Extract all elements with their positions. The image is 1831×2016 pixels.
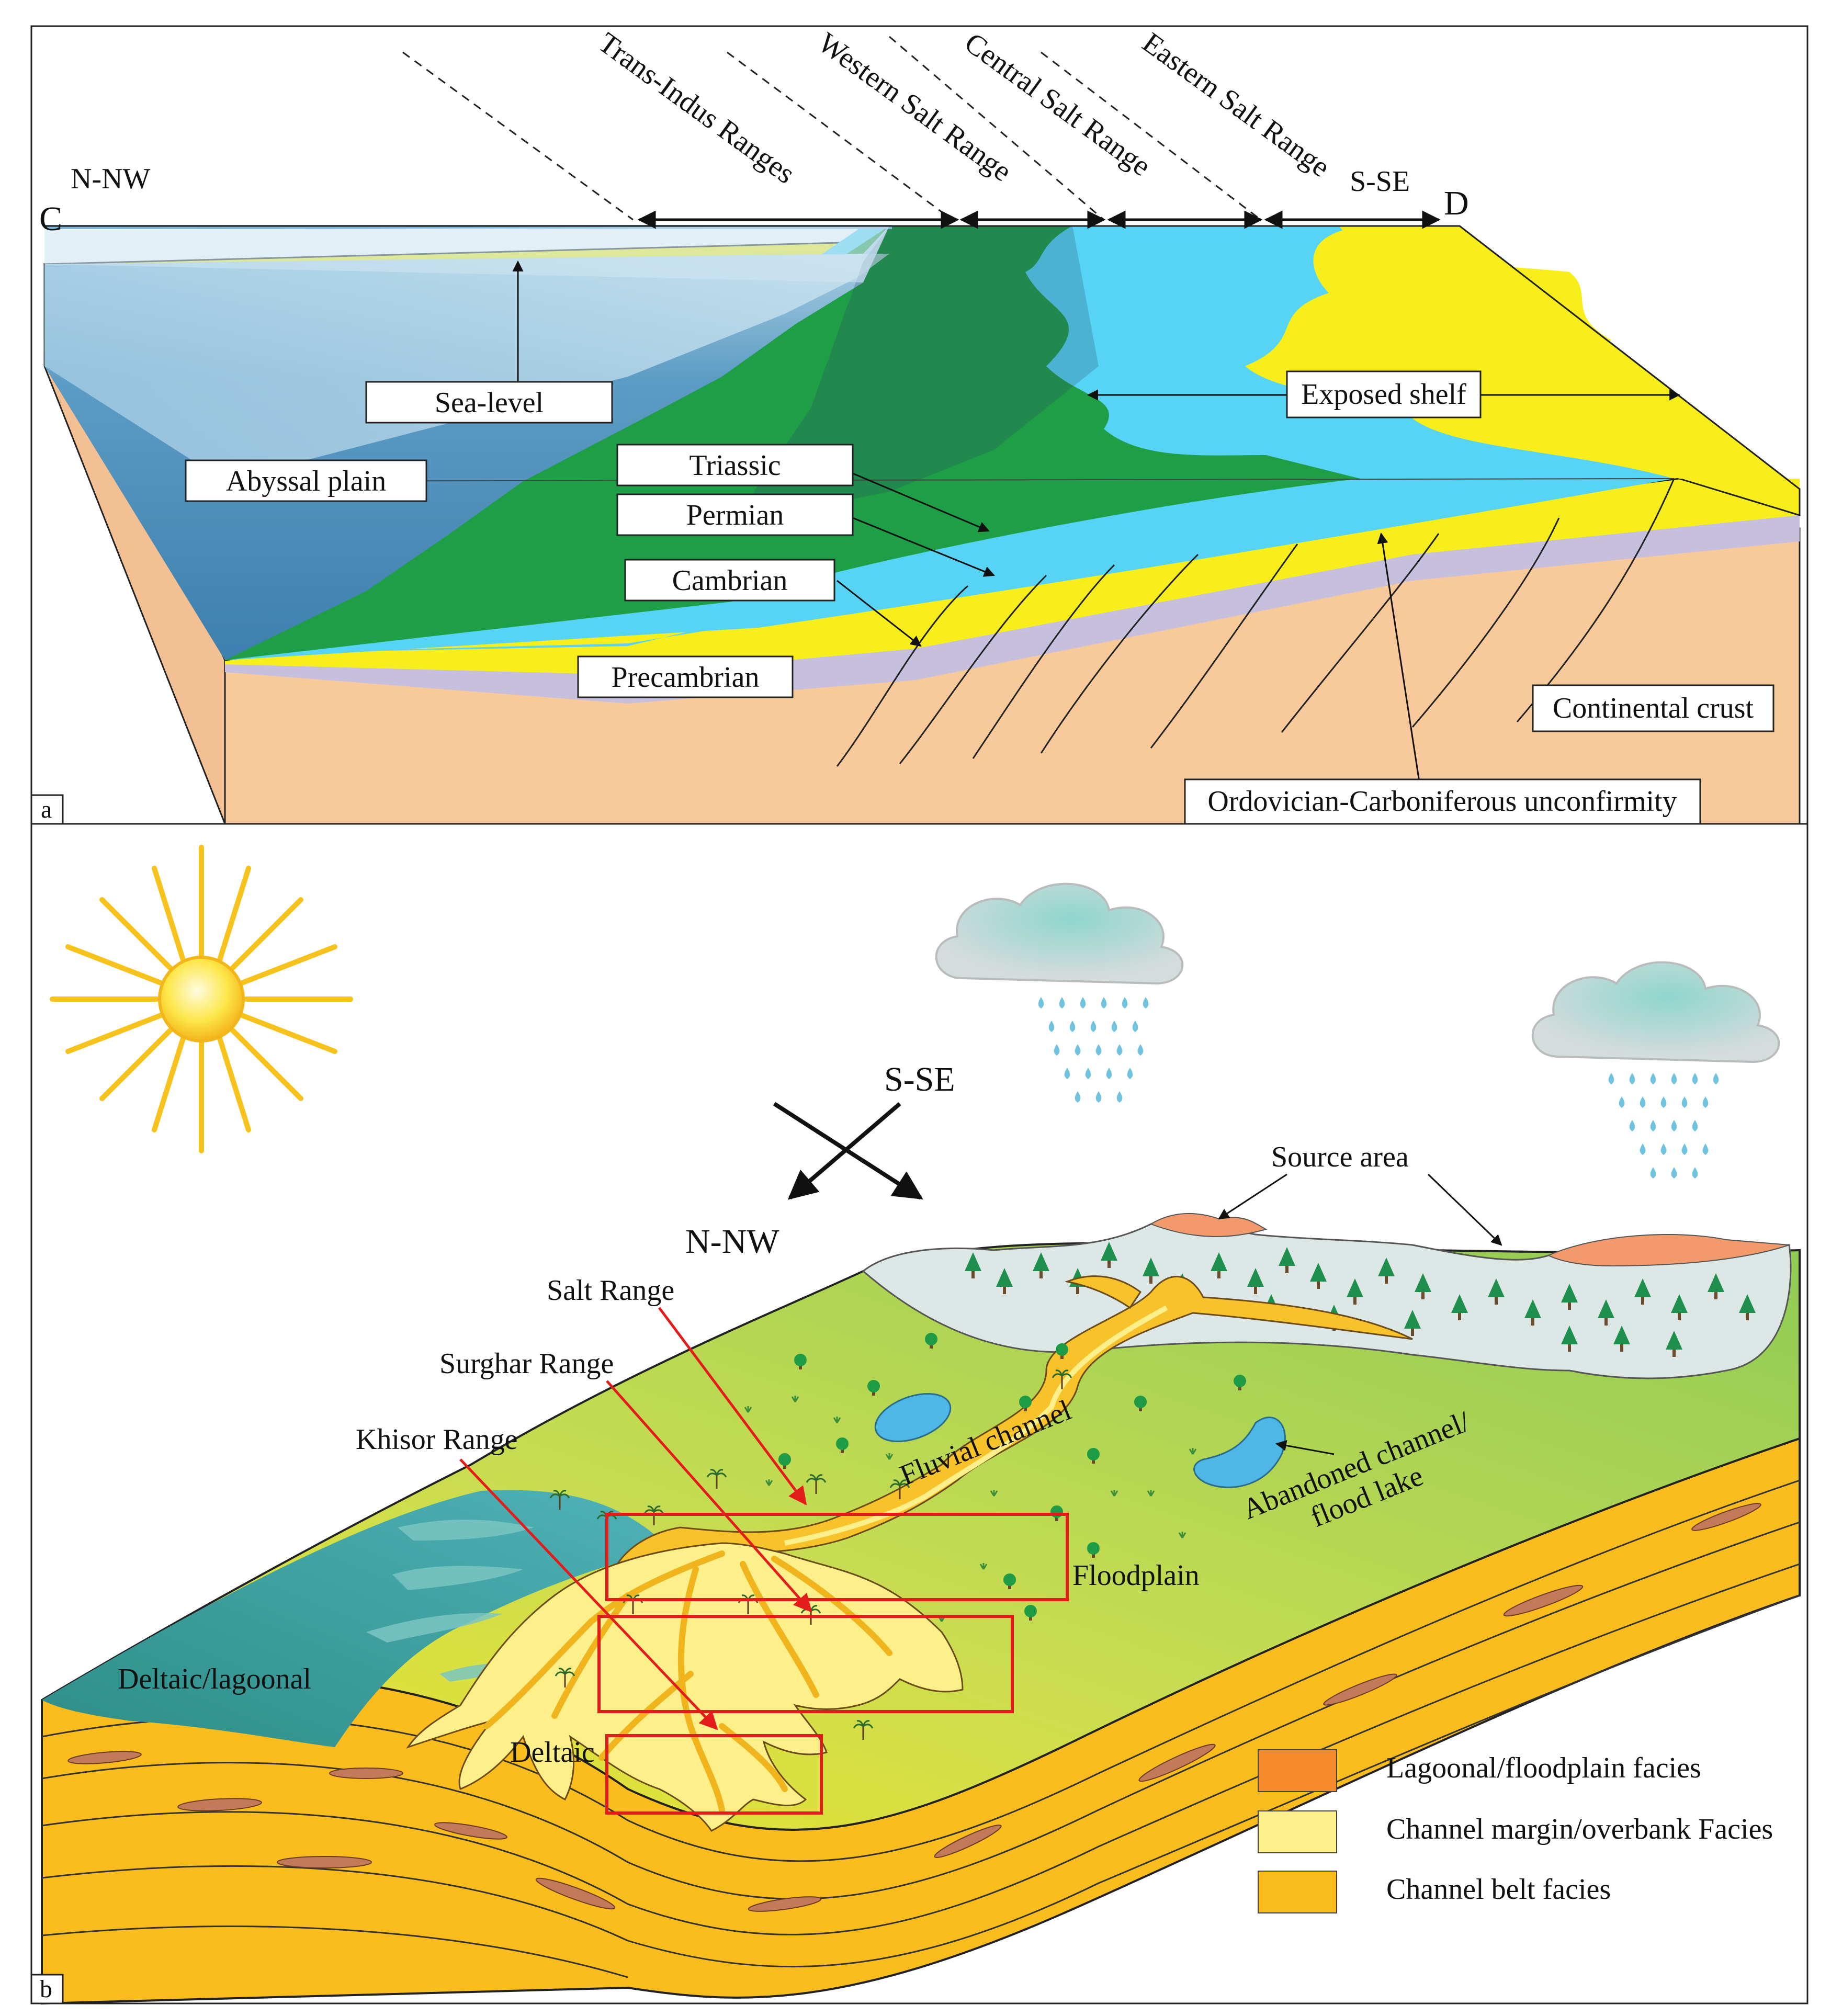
cloud-icon-2	[1531, 961, 1780, 1179]
legend-label-2: Channel belt facies	[1386, 1873, 1611, 1906]
label-arrows-a	[512, 260, 1681, 806]
mountains-source-red-2	[1547, 1234, 1790, 1267]
compass-s-se: S-SE	[884, 1060, 955, 1098]
section-end-c: C	[39, 200, 62, 238]
panel-a: Trans-Indus Ranges Western Salt Range Ce…	[30, 25, 1809, 825]
sea-top-edge	[44, 225, 892, 229]
delta-channels	[483, 1550, 892, 1813]
label-salt-range: Salt Range	[547, 1274, 674, 1307]
svg-text:Exposed shelf: Exposed shelf	[1301, 378, 1466, 411]
projection-lines	[402, 36, 1261, 221]
panel-b: S-SE N-NW	[30, 823, 1809, 2005]
panel-b-letter-box	[30, 1974, 64, 2004]
compass-cross	[773, 1102, 923, 1200]
sea-surface	[44, 254, 889, 481]
source-area-arrows	[1218, 1173, 1502, 1455]
label-permian: Permian	[616, 493, 854, 536]
label-deltaic-lagoonal: Deltaic/lagoonal	[118, 1663, 311, 1695]
legend-label-0: Lagoonal/floodplain facies	[1386, 1752, 1701, 1784]
svg-text:Ordovician-Carboniferous uncon: Ordovician-Carboniferous unconfirmity	[1207, 785, 1677, 818]
faults	[836, 478, 1675, 767]
cambrian-surface-east	[1339, 226, 1800, 489]
direction-n-nw: N-NW	[71, 163, 151, 195]
legend-swatch-2	[1258, 1871, 1337, 1913]
mountains-source-red	[1149, 1213, 1268, 1237]
abandoned-channel-lake	[1193, 1417, 1286, 1488]
sea-level-line	[224, 478, 1675, 482]
label-exposed-shelf: Exposed shelf	[1286, 370, 1482, 418]
fluvial-channel	[615, 1276, 1413, 1566]
panel-a-letter-box	[30, 794, 64, 825]
label-triassic: Triassic	[616, 444, 854, 486]
label-source-area: Source area	[1271, 1141, 1409, 1173]
lagoon-area	[42, 1490, 670, 1747]
fluvial-channel-upper-branch	[1064, 1275, 1142, 1309]
label-abyssal-plain: Abyssal plain	[185, 459, 427, 502]
svg-text:Abyssal plain: Abyssal plain	[226, 465, 386, 497]
block-right-edge	[1459, 225, 1800, 490]
triassic-surface	[225, 226, 1360, 660]
compass-n-nw: N-NW	[685, 1222, 779, 1261]
svg-text:Continental crust: Continental crust	[1553, 692, 1754, 724]
label-continental-crust: Continental crust	[1532, 684, 1775, 732]
svg-text:Permian: Permian	[686, 499, 784, 531]
label-precambrian: Precambrian	[577, 655, 794, 698]
svg-text:Cambrian: Cambrian	[672, 564, 788, 597]
label-cambrian: Cambrian	[624, 559, 835, 602]
lake-small	[874, 1392, 952, 1443]
legend-label-1: Channel margin/overbank Facies	[1386, 1813, 1773, 1845]
front-lenses	[67, 1503, 1761, 1912]
lagoon-fingers	[366, 1520, 534, 1682]
label-deltaic: Deltaic	[510, 1736, 595, 1769]
label-floodplain: Floodplain	[1072, 1559, 1200, 1592]
range-highlight-boxes	[597, 1513, 1069, 1815]
section-end-d: D	[1444, 184, 1469, 222]
label-sea-level: Sea-level	[365, 381, 613, 424]
salt-range-box	[605, 1513, 1069, 1601]
label-khisor-range: Khisor Range	[356, 1423, 518, 1456]
label-unconformity: Ordovician-Carboniferous unconfirmity	[1184, 778, 1701, 825]
sea-water-column	[44, 226, 889, 282]
khisor-range-box	[605, 1734, 823, 1815]
front-strata-lines	[41, 1479, 1800, 1978]
legend-swatch-0	[1258, 1749, 1337, 1792]
panel-b-letter: b	[40, 1975, 52, 2003]
panel-a-letter: a	[41, 796, 52, 823]
red-leader-arrows	[459, 1307, 812, 1730]
label-surghar-range: Surghar Range	[439, 1347, 614, 1380]
legend-swatch-1	[1258, 1810, 1337, 1853]
sun-icon	[50, 845, 353, 1153]
direction-s-se: S-SE	[1350, 165, 1410, 198]
svg-text:Triassic: Triassic	[689, 449, 781, 482]
cloud-icon-1	[935, 882, 1184, 1103]
facies-legend: Lagoonal/floodplain facies Channel margi…	[1258, 1749, 1773, 1913]
fluvial-channel-inner	[784, 1305, 1168, 1546]
svg-text:Precambrian: Precambrian	[612, 661, 760, 694]
surghar-range-box	[597, 1615, 1014, 1713]
svg-text:Sea-level: Sea-level	[435, 387, 544, 419]
